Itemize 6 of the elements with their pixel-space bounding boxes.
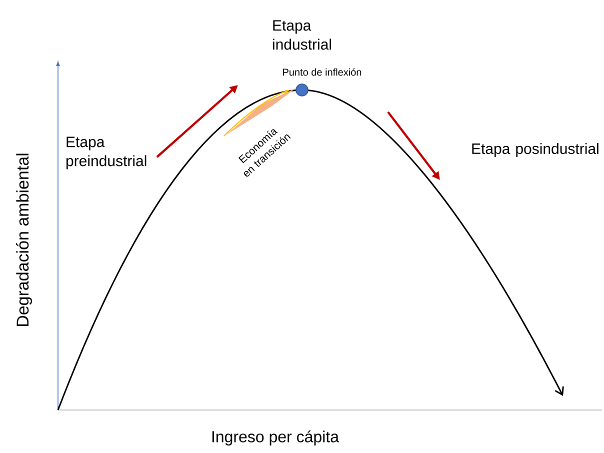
stage-label: Etapa industrial xyxy=(273,20,331,50)
axis-title: Degradación ambiental xyxy=(16,154,32,326)
axis-title: Ingreso per cápita xyxy=(212,430,339,446)
stage-label: Etapa posindustrial xyxy=(472,143,598,157)
point-label: Punto de inflexión xyxy=(283,68,362,76)
stage-label: Etapa preindustrial xyxy=(66,136,146,170)
